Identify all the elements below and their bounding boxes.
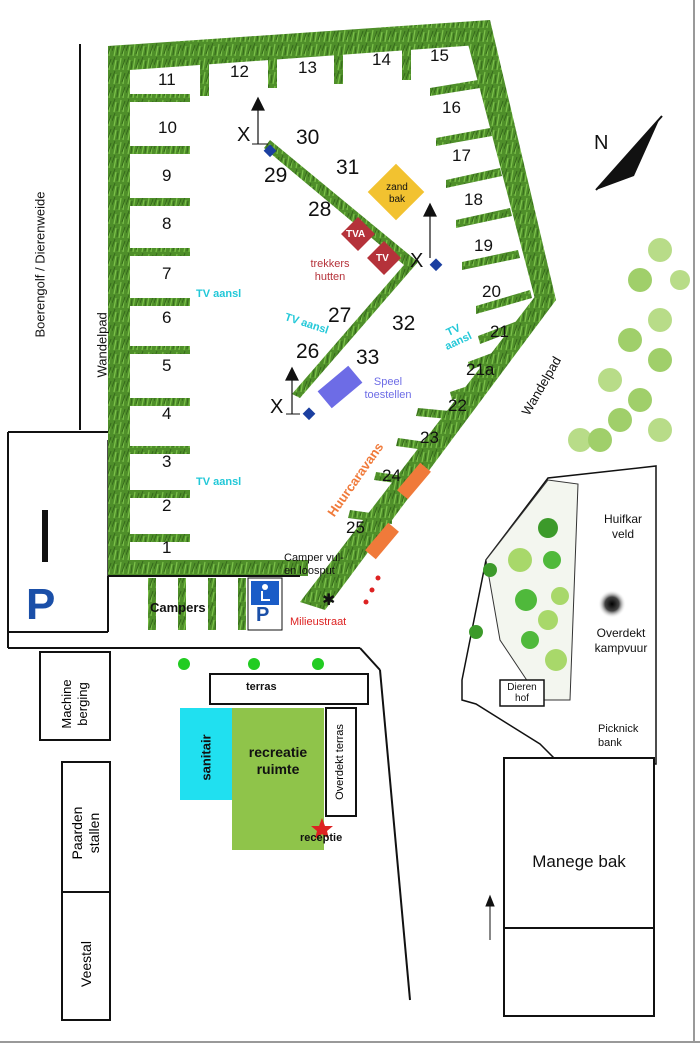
- tv-label: TV: [376, 253, 389, 264]
- zandbak-label: zand bak: [386, 182, 408, 205]
- tv-aansl-3: TV aansl: [196, 476, 242, 488]
- picknick-label: Picknick bank: [598, 723, 639, 749]
- pitch-11: 11: [158, 70, 176, 89]
- pitch-18: 18: [464, 190, 483, 209]
- pitch-17: 17: [452, 146, 471, 165]
- pitch-5: 5: [162, 356, 172, 375]
- pitch-7: 7: [162, 264, 172, 283]
- campers-label: Campers: [150, 600, 206, 615]
- camper-vul-icon: ✱: [322, 592, 336, 609]
- pitch-16: 16: [442, 98, 461, 117]
- pitch-10: 10: [158, 118, 177, 137]
- pitch-20: 20: [482, 282, 501, 301]
- pitch-8: 8: [162, 214, 172, 233]
- road-boerengolf: Boerengolf / Dierenweide: [32, 191, 48, 338]
- pitch-21: 21: [490, 322, 509, 341]
- overdekt-terras-label: Overdekt terras: [334, 724, 346, 800]
- pitch-13: 13: [298, 58, 317, 77]
- pitch-15: 15: [430, 46, 449, 65]
- manege-label: Manege bak: [532, 852, 626, 871]
- tv-aansl-7: TV aansl: [196, 288, 242, 300]
- pitch-33: 33: [356, 346, 380, 369]
- pitch-12: 12: [230, 62, 249, 81]
- machine-label: Machine berging: [59, 679, 90, 729]
- terras-label: terras: [246, 681, 277, 693]
- kampvuur-icon: [598, 590, 626, 618]
- grass-field: [108, 20, 556, 610]
- pitch-4: 4: [162, 404, 172, 423]
- parking-bar: [42, 510, 48, 562]
- pitch-6: 6: [162, 308, 172, 327]
- north-label: N: [594, 132, 609, 154]
- pitch-32: 32: [392, 312, 416, 335]
- receptie-label: receptie: [300, 832, 343, 844]
- road-wandelpad-left: Wandelpad: [94, 312, 110, 378]
- tv-hut: [367, 241, 401, 275]
- pitch-25: 25: [346, 518, 365, 537]
- pitch-14: 14: [372, 50, 391, 69]
- pitch-21a: 21a: [466, 360, 495, 379]
- speeltoestellen-label: Speel toestellen: [364, 376, 412, 401]
- veestal-label: Veestal: [78, 941, 94, 987]
- recreatie-building: [232, 708, 324, 850]
- campers-area: [7, 431, 411, 1001]
- tva-hut: [341, 217, 375, 251]
- pitch-31: 31: [336, 156, 360, 179]
- trekkershutten-label: trekkers hutten: [310, 258, 350, 283]
- sanitair-label: sanitair: [198, 734, 214, 781]
- sanitair-building: [180, 708, 232, 800]
- milieustraat-label: Milieustraat: [290, 616, 347, 628]
- recreatie-label: recreatie ruimte: [248, 744, 308, 777]
- huifkar-label: Huifkar veld: [603, 512, 642, 541]
- pitch-3: 3: [162, 452, 172, 471]
- pitch-26: 26: [296, 340, 320, 363]
- kampvuur-label: Overdekt kampvuur: [594, 626, 648, 655]
- disabled-parking-label: P: [256, 604, 270, 626]
- pitch-27: 27: [328, 304, 352, 327]
- manege-bak: [503, 757, 655, 1017]
- pitch-30: 30: [296, 126, 320, 149]
- trees: [469, 238, 690, 671]
- marker-x-2: X: [410, 250, 424, 272]
- pitch-9: 9: [162, 166, 172, 185]
- dierenhof-label: Dieren hof: [507, 682, 537, 704]
- paarden-label: Paarden stallen: [69, 806, 102, 860]
- pitch-24: 24: [382, 466, 401, 485]
- caravan-24: [397, 462, 431, 500]
- pitch-23: 23: [420, 428, 439, 447]
- tva-label: TVA: [346, 229, 366, 240]
- marker-x-3: X: [270, 396, 284, 418]
- pitch-28: 28: [308, 198, 332, 221]
- pitch-22: 22: [448, 396, 467, 415]
- camper-vul-label: Camper vul- en loosput: [284, 552, 344, 577]
- pitch-1: 1: [162, 538, 172, 557]
- marker-x-1: X: [237, 124, 251, 146]
- parking-label: P: [26, 580, 56, 629]
- pitch-29: 29: [264, 164, 288, 187]
- tv-markers: [251, 96, 593, 712]
- pitch-2: 2: [162, 496, 172, 515]
- speeltoestellen: [317, 365, 363, 409]
- caravan-25: [365, 522, 399, 560]
- pitch-19: 19: [474, 236, 493, 255]
